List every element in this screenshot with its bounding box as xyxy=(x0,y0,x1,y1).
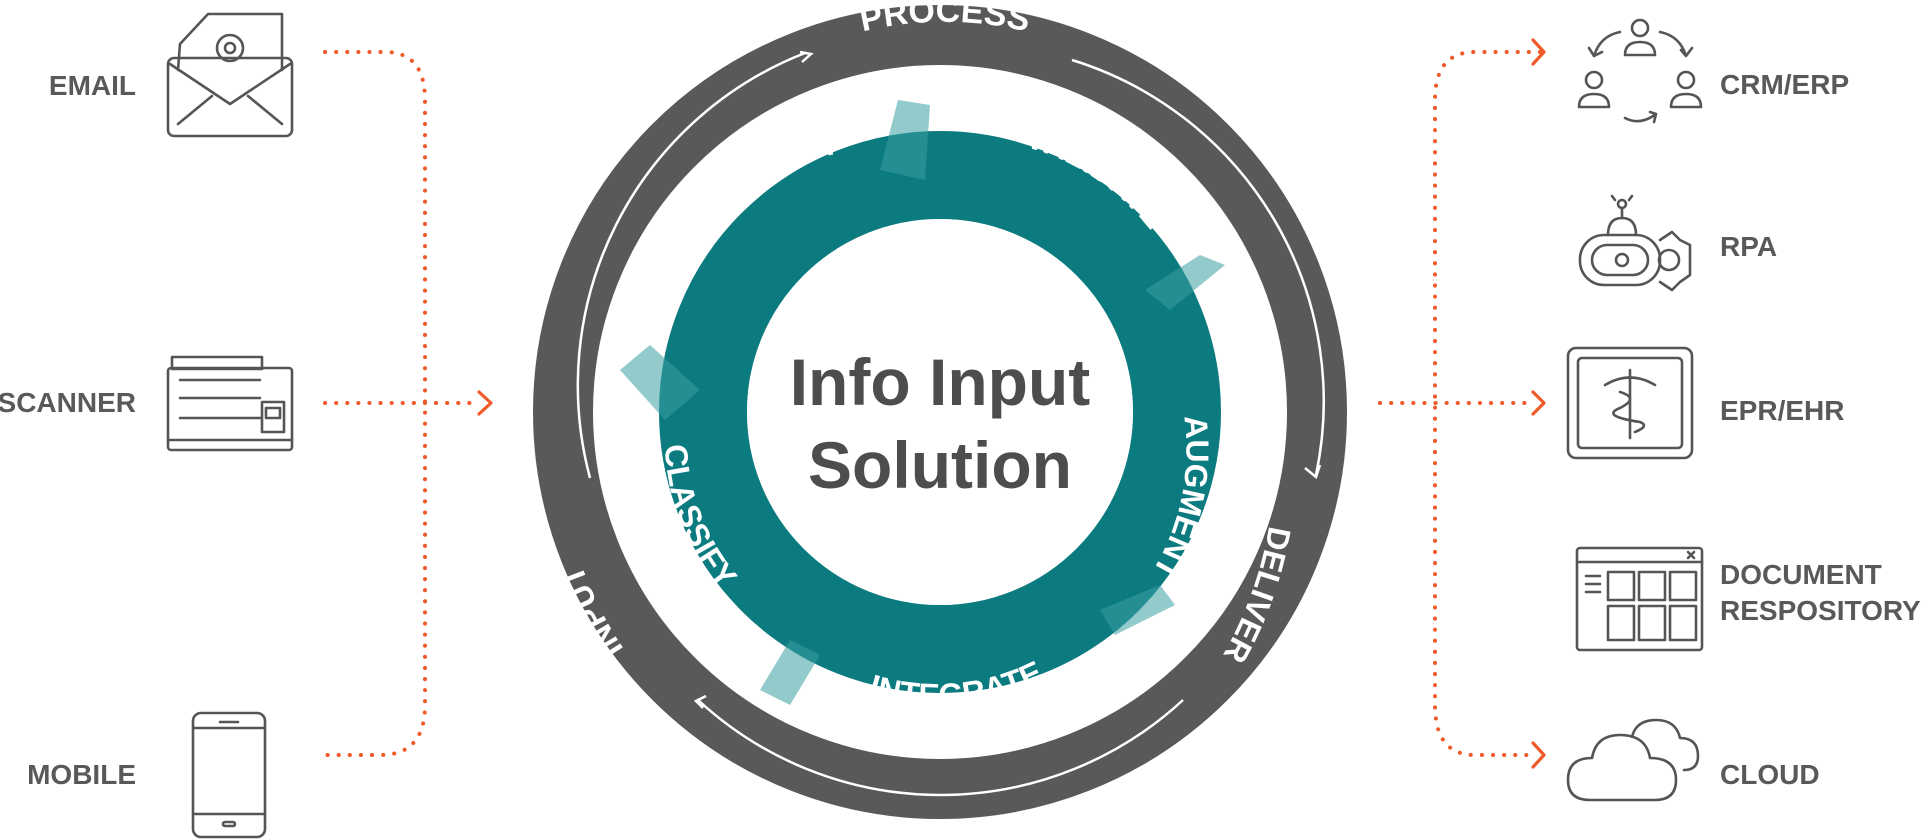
inner-ring-band xyxy=(659,131,1221,693)
input-direction-arc xyxy=(697,699,1184,797)
cloud-label: CLOUD xyxy=(1720,759,1820,790)
chevron-segment xyxy=(760,640,820,705)
center-title-line1: Info Input xyxy=(790,345,1091,419)
epr-arrowhead-icon xyxy=(1531,390,1546,416)
input-scanner: SCANNER xyxy=(0,355,294,452)
output-cloud: CLOUD xyxy=(1566,718,1820,802)
process-direction-arc xyxy=(576,51,806,479)
document-label-line2: RESPOSITORY xyxy=(1720,595,1921,626)
email-label: EMAIL xyxy=(49,70,136,101)
scanner-label: SCANNER xyxy=(0,387,136,418)
document-label-line1: DOCUMENT xyxy=(1720,559,1882,590)
epr-ehr-label: EPR/EHR xyxy=(1720,395,1844,426)
outer-ring-band xyxy=(533,5,1347,819)
output-rpa: RPA xyxy=(1578,194,1777,292)
input-arrowhead-icon xyxy=(477,390,493,416)
input-mobile: MOBILE xyxy=(27,711,267,839)
crm-erp-label: CRM/ERP xyxy=(1720,69,1849,100)
output-crm-erp: CRM/ERP xyxy=(1577,18,1849,124)
chevron-segment xyxy=(880,100,930,180)
cloud-icon xyxy=(1566,718,1700,802)
process-arrow-icon xyxy=(799,50,814,63)
document-grid-icon xyxy=(1575,546,1704,652)
mobile-label: MOBILE xyxy=(27,759,136,790)
mobile-phone-icon xyxy=(191,711,267,839)
scanner-icon xyxy=(166,355,294,452)
output-connector xyxy=(1378,38,1546,769)
crm-arrowhead-icon xyxy=(1531,38,1546,66)
output-epr-ehr: EPR/EHR xyxy=(1566,346,1844,460)
chevron-segment xyxy=(620,345,700,420)
center-title-line2: Solution xyxy=(808,428,1072,502)
output-bracket-line xyxy=(1433,50,1542,757)
user-cycle-icon xyxy=(1577,18,1703,124)
output-document-repository: DOCUMENT RESPOSITORY xyxy=(1575,546,1921,652)
robot-gear-icon xyxy=(1578,194,1692,292)
chevron-segment xyxy=(1145,255,1225,310)
deliver-arrow-icon xyxy=(1304,464,1322,480)
rpa-label: RPA xyxy=(1720,231,1777,262)
deliver-direction-arc xyxy=(1071,58,1325,476)
chevron-segment xyxy=(1100,585,1175,635)
envelope-icon xyxy=(166,12,294,138)
center-disc xyxy=(747,219,1133,605)
input-connector xyxy=(323,50,493,757)
input-arrow-icon xyxy=(693,694,707,709)
cloud-arrowhead-icon xyxy=(1531,741,1546,769)
input-bracket-line xyxy=(323,50,427,757)
input-email: EMAIL xyxy=(49,12,294,138)
medical-caduceus-icon xyxy=(1566,346,1694,460)
